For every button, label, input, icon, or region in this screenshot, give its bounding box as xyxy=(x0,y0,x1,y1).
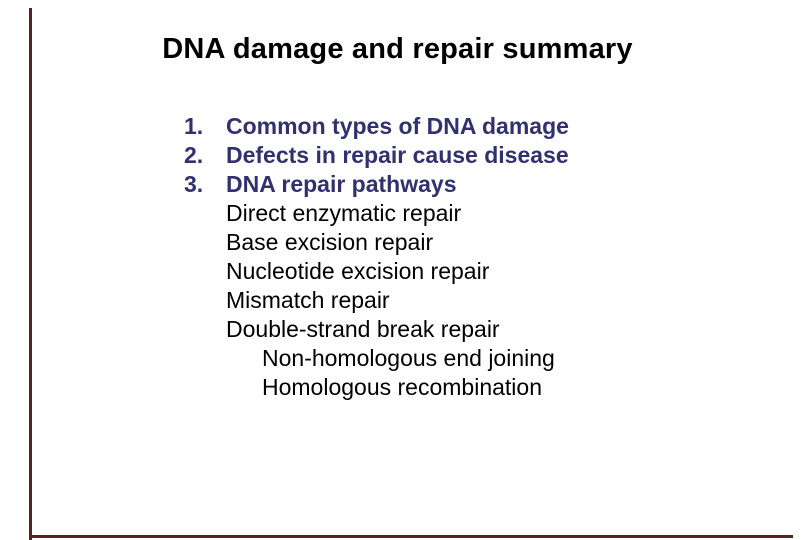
sub-item: Double-strand break repair xyxy=(226,316,500,342)
left-accent-line xyxy=(29,8,32,540)
numbered-item: 3. DNA repair pathways xyxy=(184,170,569,199)
item-label: Common types of DNA damage xyxy=(226,113,569,139)
sub-item: Mismatch repair xyxy=(226,287,390,313)
item-number: 2. xyxy=(184,142,204,168)
sub-item: Base excision repair xyxy=(226,229,434,255)
item-number: 3. xyxy=(184,171,204,197)
bottom-accent-line xyxy=(29,535,793,538)
numbered-item: 2. Defects in repair cause disease xyxy=(184,141,569,170)
nested-sub-item: Homologous recombination xyxy=(262,374,542,400)
item-number: 1. xyxy=(184,113,204,139)
item-label: Defects in repair cause disease xyxy=(226,142,569,168)
summary-list: 1. Common types of DNA damage 2. Defects i… xyxy=(184,112,569,402)
item-label: DNA repair pathways xyxy=(226,171,457,197)
slide-title: DNA damage and repair summary xyxy=(162,33,633,65)
nested-sub-item: Non-homologous end joining xyxy=(262,345,555,371)
numbered-item: 1. Common types of DNA damage xyxy=(184,112,569,141)
sub-item: Direct enzymatic repair xyxy=(226,200,462,226)
sub-item: Nucleotide excision repair xyxy=(226,258,490,284)
